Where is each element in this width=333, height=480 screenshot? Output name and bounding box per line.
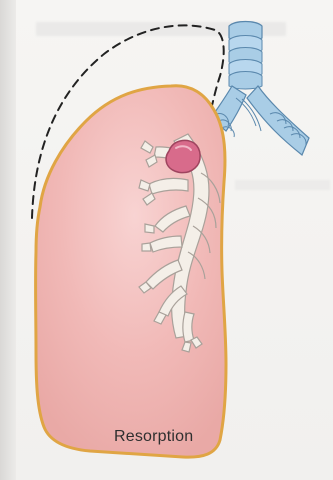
- collapsed-lung-icon: [36, 86, 226, 457]
- trachea-icon: [211, 22, 309, 156]
- diagram-caption: Resorption: [114, 428, 193, 446]
